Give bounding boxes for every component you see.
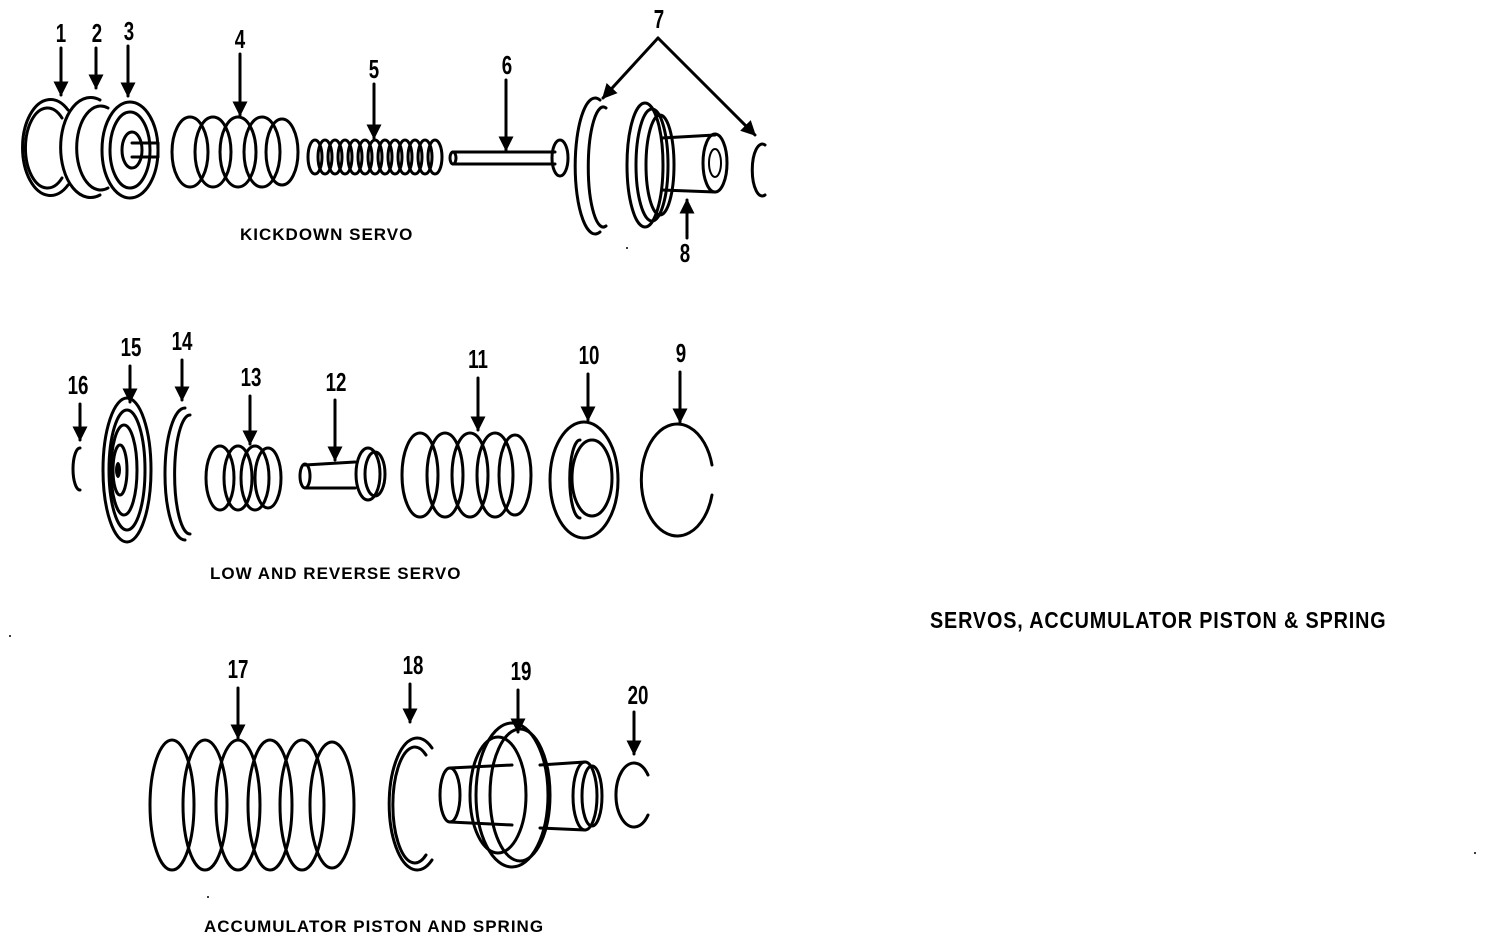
callout-2: 2 <box>91 18 103 48</box>
part-19-piston <box>438 721 604 869</box>
page-title: SERVOS, ACCUMULATOR PISTON & SPRING <box>930 607 1387 633</box>
part-15-piston <box>101 396 153 544</box>
part-18-seal-ring <box>387 736 434 872</box>
part-10-retainer <box>548 420 620 540</box>
callout-14: 14 <box>171 326 193 356</box>
part-8-piston <box>625 101 729 229</box>
part-3-plug <box>100 100 160 200</box>
callout-10: 10 <box>578 340 600 370</box>
callout-7: 7 <box>653 4 665 34</box>
part-20-snap-ring <box>614 761 650 829</box>
callout-3: 3 <box>123 16 135 46</box>
part-1-snap-ring <box>21 98 70 197</box>
part-14-seal-ring <box>163 406 192 542</box>
callout-11: 11 <box>468 344 488 374</box>
accumulator-caption: ACCUMULATOR PISTON AND SPRING <box>204 917 545 936</box>
callout-4: 4 <box>234 24 246 54</box>
part-9-snap-ring <box>639 422 714 538</box>
callout-6: 6 <box>501 50 513 80</box>
part-2-ring <box>59 96 110 199</box>
part-17-spring <box>148 738 356 872</box>
callout-5: 5 <box>368 54 380 84</box>
part-7-snap-ring-small <box>750 142 767 198</box>
part-6-rod <box>448 138 570 178</box>
part-5-spring <box>306 138 444 176</box>
callout-13: 13 <box>240 362 262 392</box>
callout-15: 15 <box>120 332 142 362</box>
callout-8: 8 <box>679 238 691 268</box>
callout-1: 1 <box>55 18 67 48</box>
callout-17: 17 <box>227 654 249 684</box>
callout-9: 9 <box>675 338 687 368</box>
callout-20: 20 <box>627 680 649 710</box>
callout-18: 18 <box>402 650 424 680</box>
callout-19: 19 <box>510 656 532 686</box>
callout-12: 12 <box>325 367 347 397</box>
low-reverse-servo-caption: LOW AND REVERSE SERVO <box>210 564 462 583</box>
part-7-seal-ring <box>573 96 608 236</box>
callout-16: 16 <box>67 370 89 400</box>
part-12-plug <box>298 446 387 502</box>
part-11-spring <box>400 431 533 519</box>
part-16-snap-ring <box>71 446 82 492</box>
part-4-spring <box>170 115 300 189</box>
part-13-spring <box>204 444 283 512</box>
kickdown-servo-caption: KICKDOWN SERVO <box>240 225 414 244</box>
